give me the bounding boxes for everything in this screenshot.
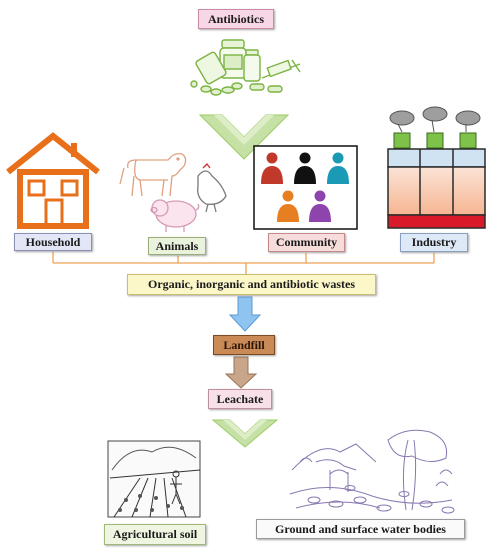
pills-icon xyxy=(190,39,301,96)
household-label: Household xyxy=(14,233,92,251)
people-icon xyxy=(253,145,358,230)
down-arrow-blue xyxy=(228,296,262,332)
animals-label: Animals xyxy=(148,237,206,255)
pig-icon xyxy=(150,199,200,232)
river-landscape-icon xyxy=(289,429,455,514)
community-label: Community xyxy=(268,233,345,252)
leachate-label: Leachate xyxy=(208,389,272,409)
chicken-icon xyxy=(197,163,227,213)
down-chevron-icon xyxy=(198,114,290,160)
antibiotics-label: Antibiotics xyxy=(198,9,274,29)
sources-connector xyxy=(52,252,435,274)
down-arrow-brown xyxy=(224,356,258,389)
factory-icon xyxy=(387,106,486,229)
wastes-label: Organic, inorganic and antibiotic wastes xyxy=(127,274,376,295)
industry-label: Industry xyxy=(400,233,468,252)
landfill-label: Landfill xyxy=(213,335,275,355)
water-bodies-label: Ground and surface water bodies xyxy=(256,519,465,539)
house-icon xyxy=(6,132,100,229)
down-chevron-icon xyxy=(211,419,279,448)
agricultural-soil-label: Agricultural soil xyxy=(104,524,206,545)
cow-icon xyxy=(119,152,187,197)
farmer-field-icon xyxy=(107,440,201,518)
